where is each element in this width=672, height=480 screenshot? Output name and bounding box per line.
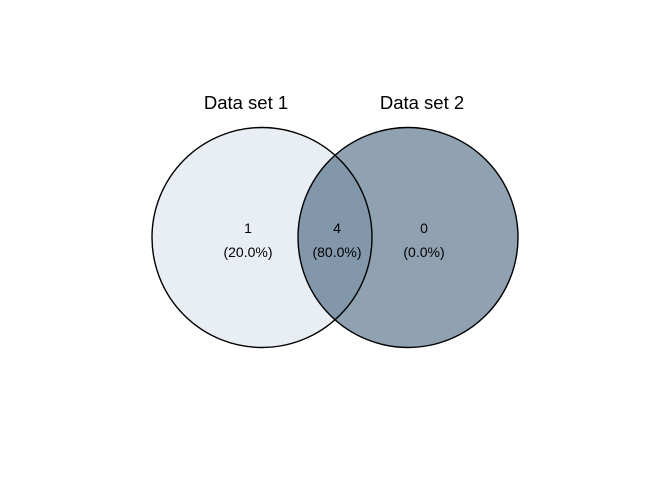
set1-title: Data set 1 <box>204 92 288 113</box>
venn-circle-right-outline <box>297 126 519 349</box>
left-region-percent: (20.0%) <box>223 244 272 260</box>
intersection-region-percent: (80.0%) <box>312 244 361 260</box>
left-region-count: 1 <box>244 220 252 236</box>
intersection-region-count: 4 <box>333 220 341 236</box>
right-region-percent: (0.0%) <box>403 244 444 260</box>
set2-title: Data set 2 <box>380 92 464 113</box>
venn-circle-left-outline <box>151 126 373 349</box>
right-region-count: 0 <box>420 220 428 236</box>
venn-intersection-fill <box>298 127 372 348</box>
